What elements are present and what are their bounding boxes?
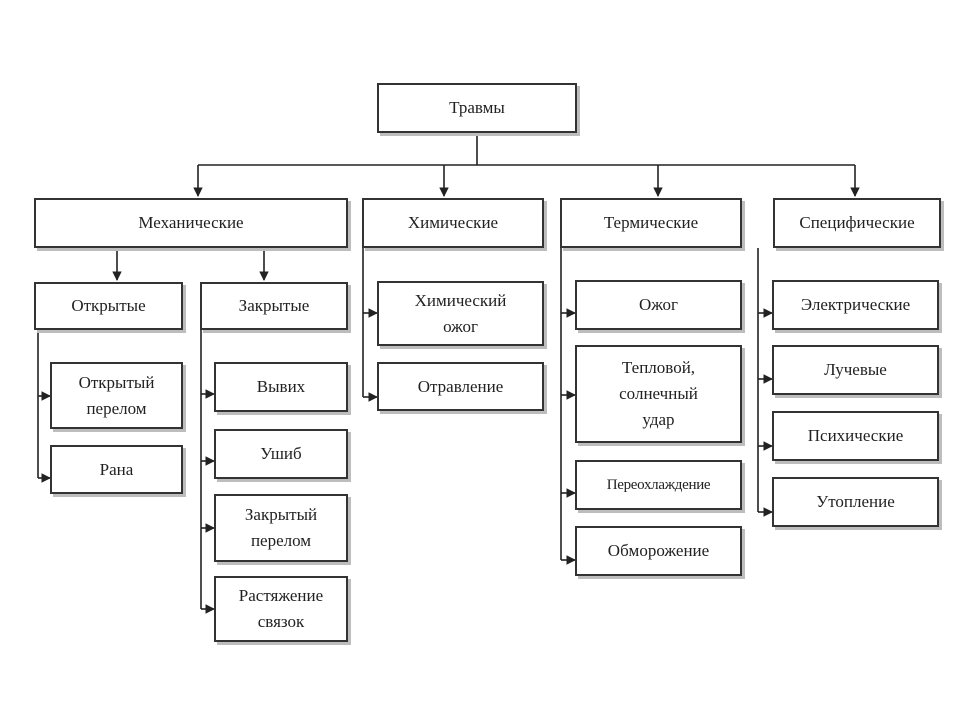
node-open: Открытые (34, 282, 183, 330)
node-thermal: Термические (560, 198, 742, 248)
node-electrical: Электрические (772, 280, 939, 330)
node-drowning: Утопление (772, 477, 939, 527)
node-chemical-burn: Химический ожог (377, 281, 544, 346)
node-radiation: Лучевые (772, 345, 939, 395)
node-chemical: Химические (362, 198, 544, 248)
node-closed: Закрытые (200, 282, 348, 330)
node-mechanical: Механические (34, 198, 348, 248)
node-poisoning: Отравление (377, 362, 544, 411)
node-open-fracture: Открытый перелом (50, 362, 183, 429)
node-closed-fracture: Закрытый перелом (214, 494, 348, 562)
node-hypothermia: Переохлаждение (575, 460, 742, 510)
node-wound: Рана (50, 445, 183, 494)
node-sprain: Растяжение связок (214, 576, 348, 642)
node-psychic: Психические (772, 411, 939, 461)
node-frostbite: Обморожение (575, 526, 742, 576)
node-bruise: Ушиб (214, 429, 348, 479)
node-dislocation: Вывих (214, 362, 348, 412)
node-burn: Ожог (575, 280, 742, 330)
node-heatstroke: Тепловой, солнечный удар (575, 345, 742, 443)
node-root: Травмы (377, 83, 577, 133)
node-specific: Специфические (773, 198, 941, 248)
